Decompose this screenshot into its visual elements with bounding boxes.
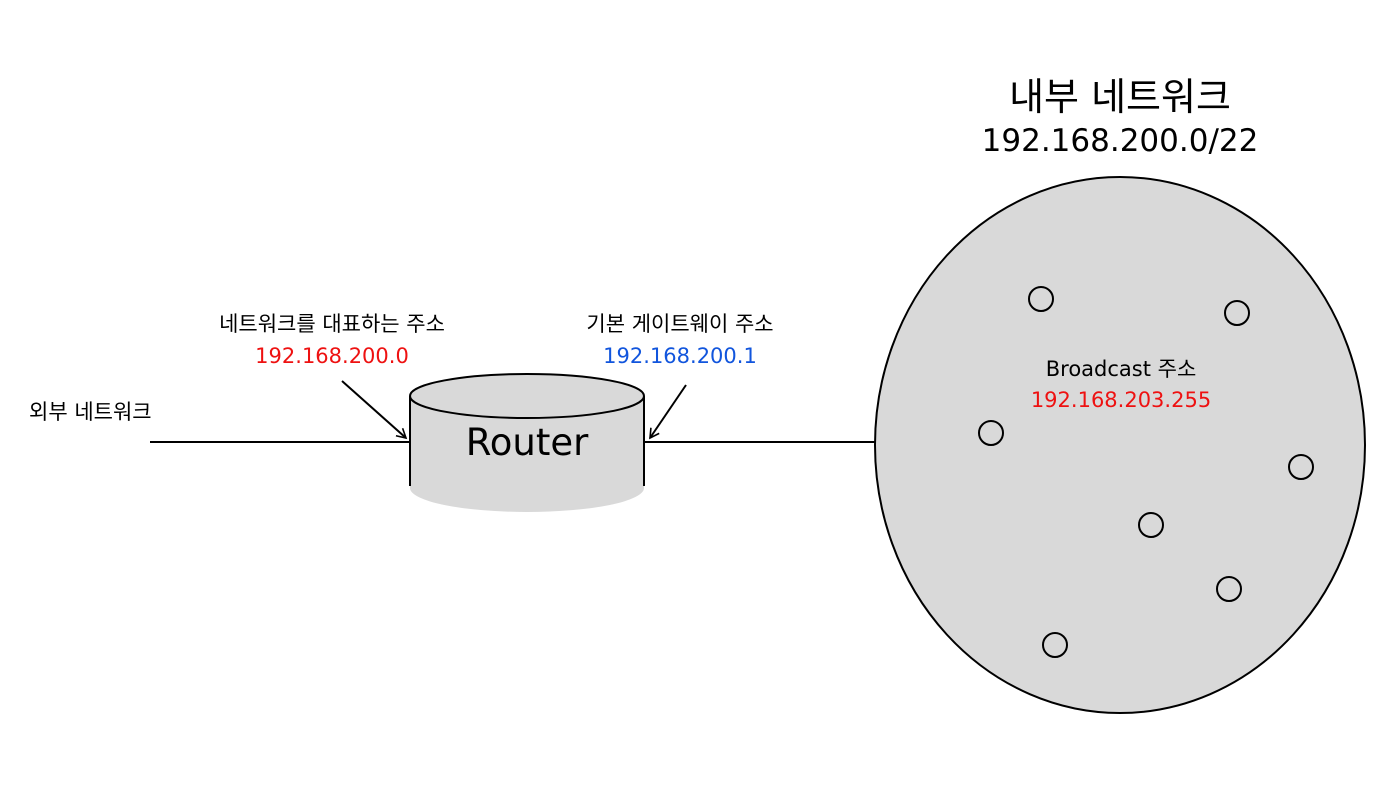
router-label: Router	[465, 421, 589, 464]
external-network-label: 외부 네트워크	[29, 400, 152, 424]
broadcast-address-value: 192.168.203.255	[1030, 388, 1212, 412]
gateway-address-value: 192.168.200.1	[603, 344, 757, 368]
host-node	[1288, 454, 1314, 480]
internal-network-title: 내부 네트워크	[1009, 75, 1231, 119]
router-body	[410, 396, 644, 512]
host-node	[1224, 300, 1250, 326]
host-node	[1138, 512, 1164, 538]
host-node	[1028, 286, 1054, 312]
network-address-value: 192.168.200.0	[255, 344, 409, 368]
gateway-address-arrow	[649, 384, 687, 440]
host-node	[978, 420, 1004, 446]
internal-network-cidr: 192.168.200.0/22	[981, 123, 1259, 159]
network-address-arrow	[341, 380, 408, 440]
network-address-label: 네트워크를 대표하는 주소	[219, 312, 445, 336]
router-top	[409, 373, 645, 419]
broadcast-label: Broadcast 주소	[1045, 357, 1197, 381]
gateway-address-label: 기본 게이트웨이 주소	[586, 312, 774, 336]
host-node	[1042, 632, 1068, 658]
router-cylinder	[409, 373, 645, 512]
host-node	[1216, 576, 1242, 602]
host-nodes	[978, 286, 1314, 658]
internal-network-area	[874, 176, 1366, 714]
